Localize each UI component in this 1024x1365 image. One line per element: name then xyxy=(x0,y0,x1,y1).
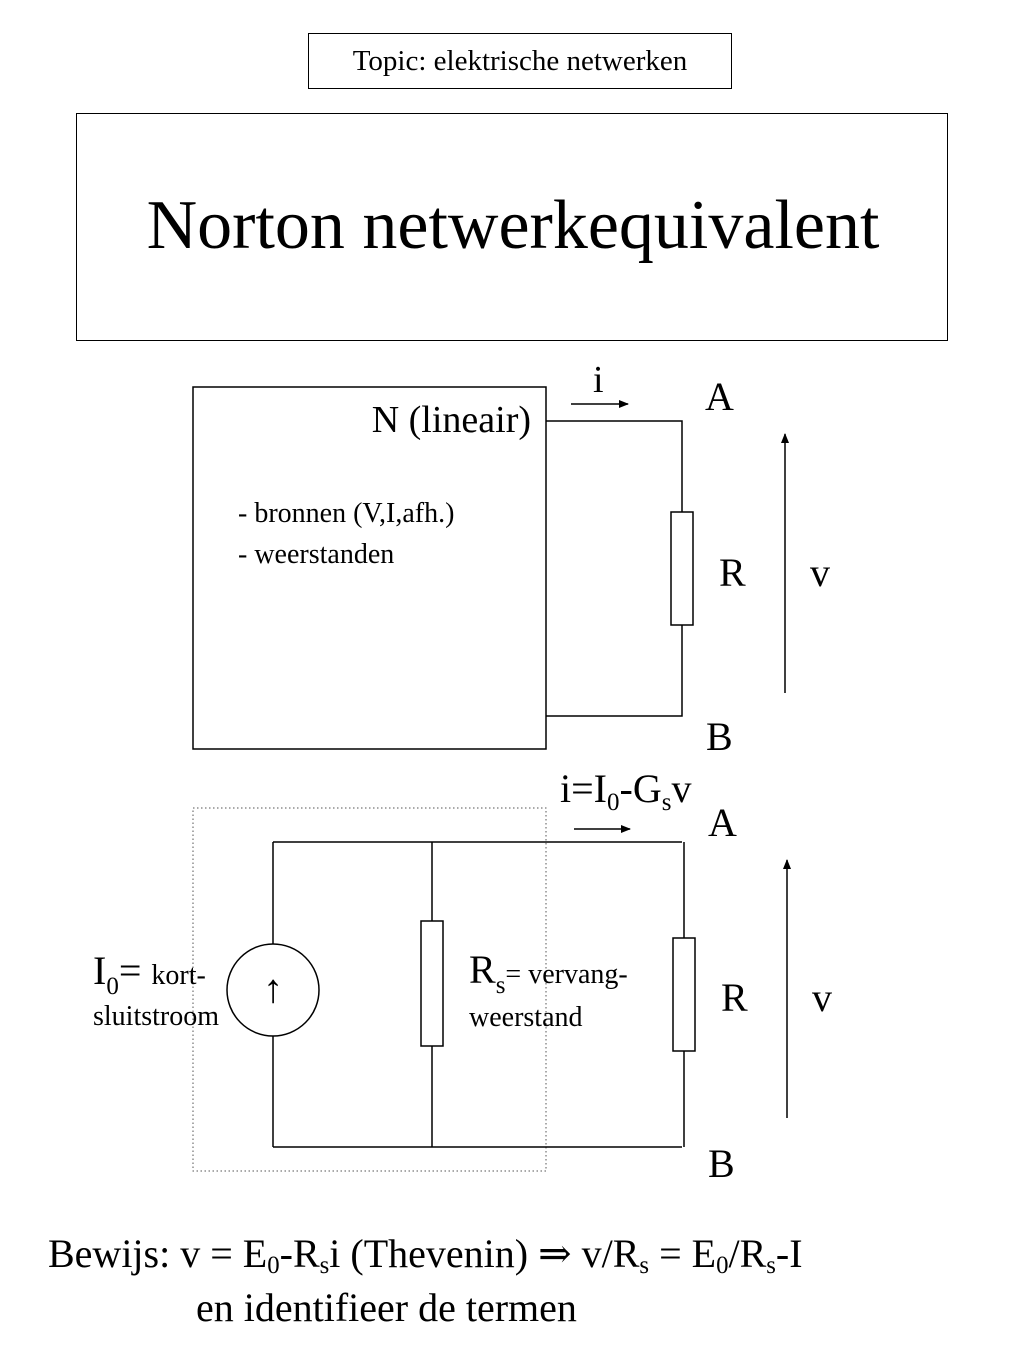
source-label: I0= kort- xyxy=(93,948,206,1000)
current-source xyxy=(226,943,320,1037)
rs-label-line2: weerstand xyxy=(469,1002,583,1033)
topic-text: Topic: elektrische netwerken xyxy=(352,45,688,77)
contents-line-1: - bronnen (V,I,afh.) xyxy=(238,498,454,529)
load-resistor-2 xyxy=(672,937,696,1052)
topic-box: Topic: elektrische netwerken xyxy=(308,33,732,89)
network-label: N (lineair) xyxy=(372,399,531,441)
source-label-line2: sluitstroom xyxy=(93,1001,219,1032)
page-title: Norton netwerkequivalent xyxy=(146,187,880,264)
resistor-label: R xyxy=(719,550,746,595)
terminal-b-label: B xyxy=(706,714,733,759)
wire-top xyxy=(546,420,683,512)
current-label: i xyxy=(593,359,604,401)
voltage-label: v xyxy=(810,550,830,595)
bottom-circuit: i=I0-Gsv ↑ I0= kort- sluitstroom Rs= ver… xyxy=(93,766,832,1186)
resistor-label-2: R xyxy=(721,975,748,1020)
top-circuit: N (lineair) - bronnen (V,I,afh.) - weers… xyxy=(192,359,830,759)
title-box: Norton netwerkequivalent xyxy=(76,113,948,341)
contents-line-2: - weerstanden xyxy=(238,539,394,570)
terminal-a-label-2: A xyxy=(708,800,737,845)
network-box xyxy=(192,386,547,750)
load-resistor xyxy=(670,511,694,626)
wire-bottom xyxy=(546,625,683,717)
terminal-a-label: A xyxy=(705,374,734,419)
rs-label: Rs= vervang- xyxy=(469,947,628,999)
proof-line-2: en identifieer de termen xyxy=(196,1285,577,1330)
source-arrow-icon: ↑ xyxy=(263,966,283,1011)
norton-boundary xyxy=(192,807,547,1172)
terminal-b-label-2: B xyxy=(708,1141,735,1186)
norton-resistor xyxy=(420,920,444,1047)
proof-line-1: Bewijs: v = E0-Rsi (Thevenin) ⇒ v/Rs = E… xyxy=(48,1231,803,1280)
current-equation: i=I0-Gsv xyxy=(560,766,691,816)
voltage-label-2: v xyxy=(812,975,832,1020)
